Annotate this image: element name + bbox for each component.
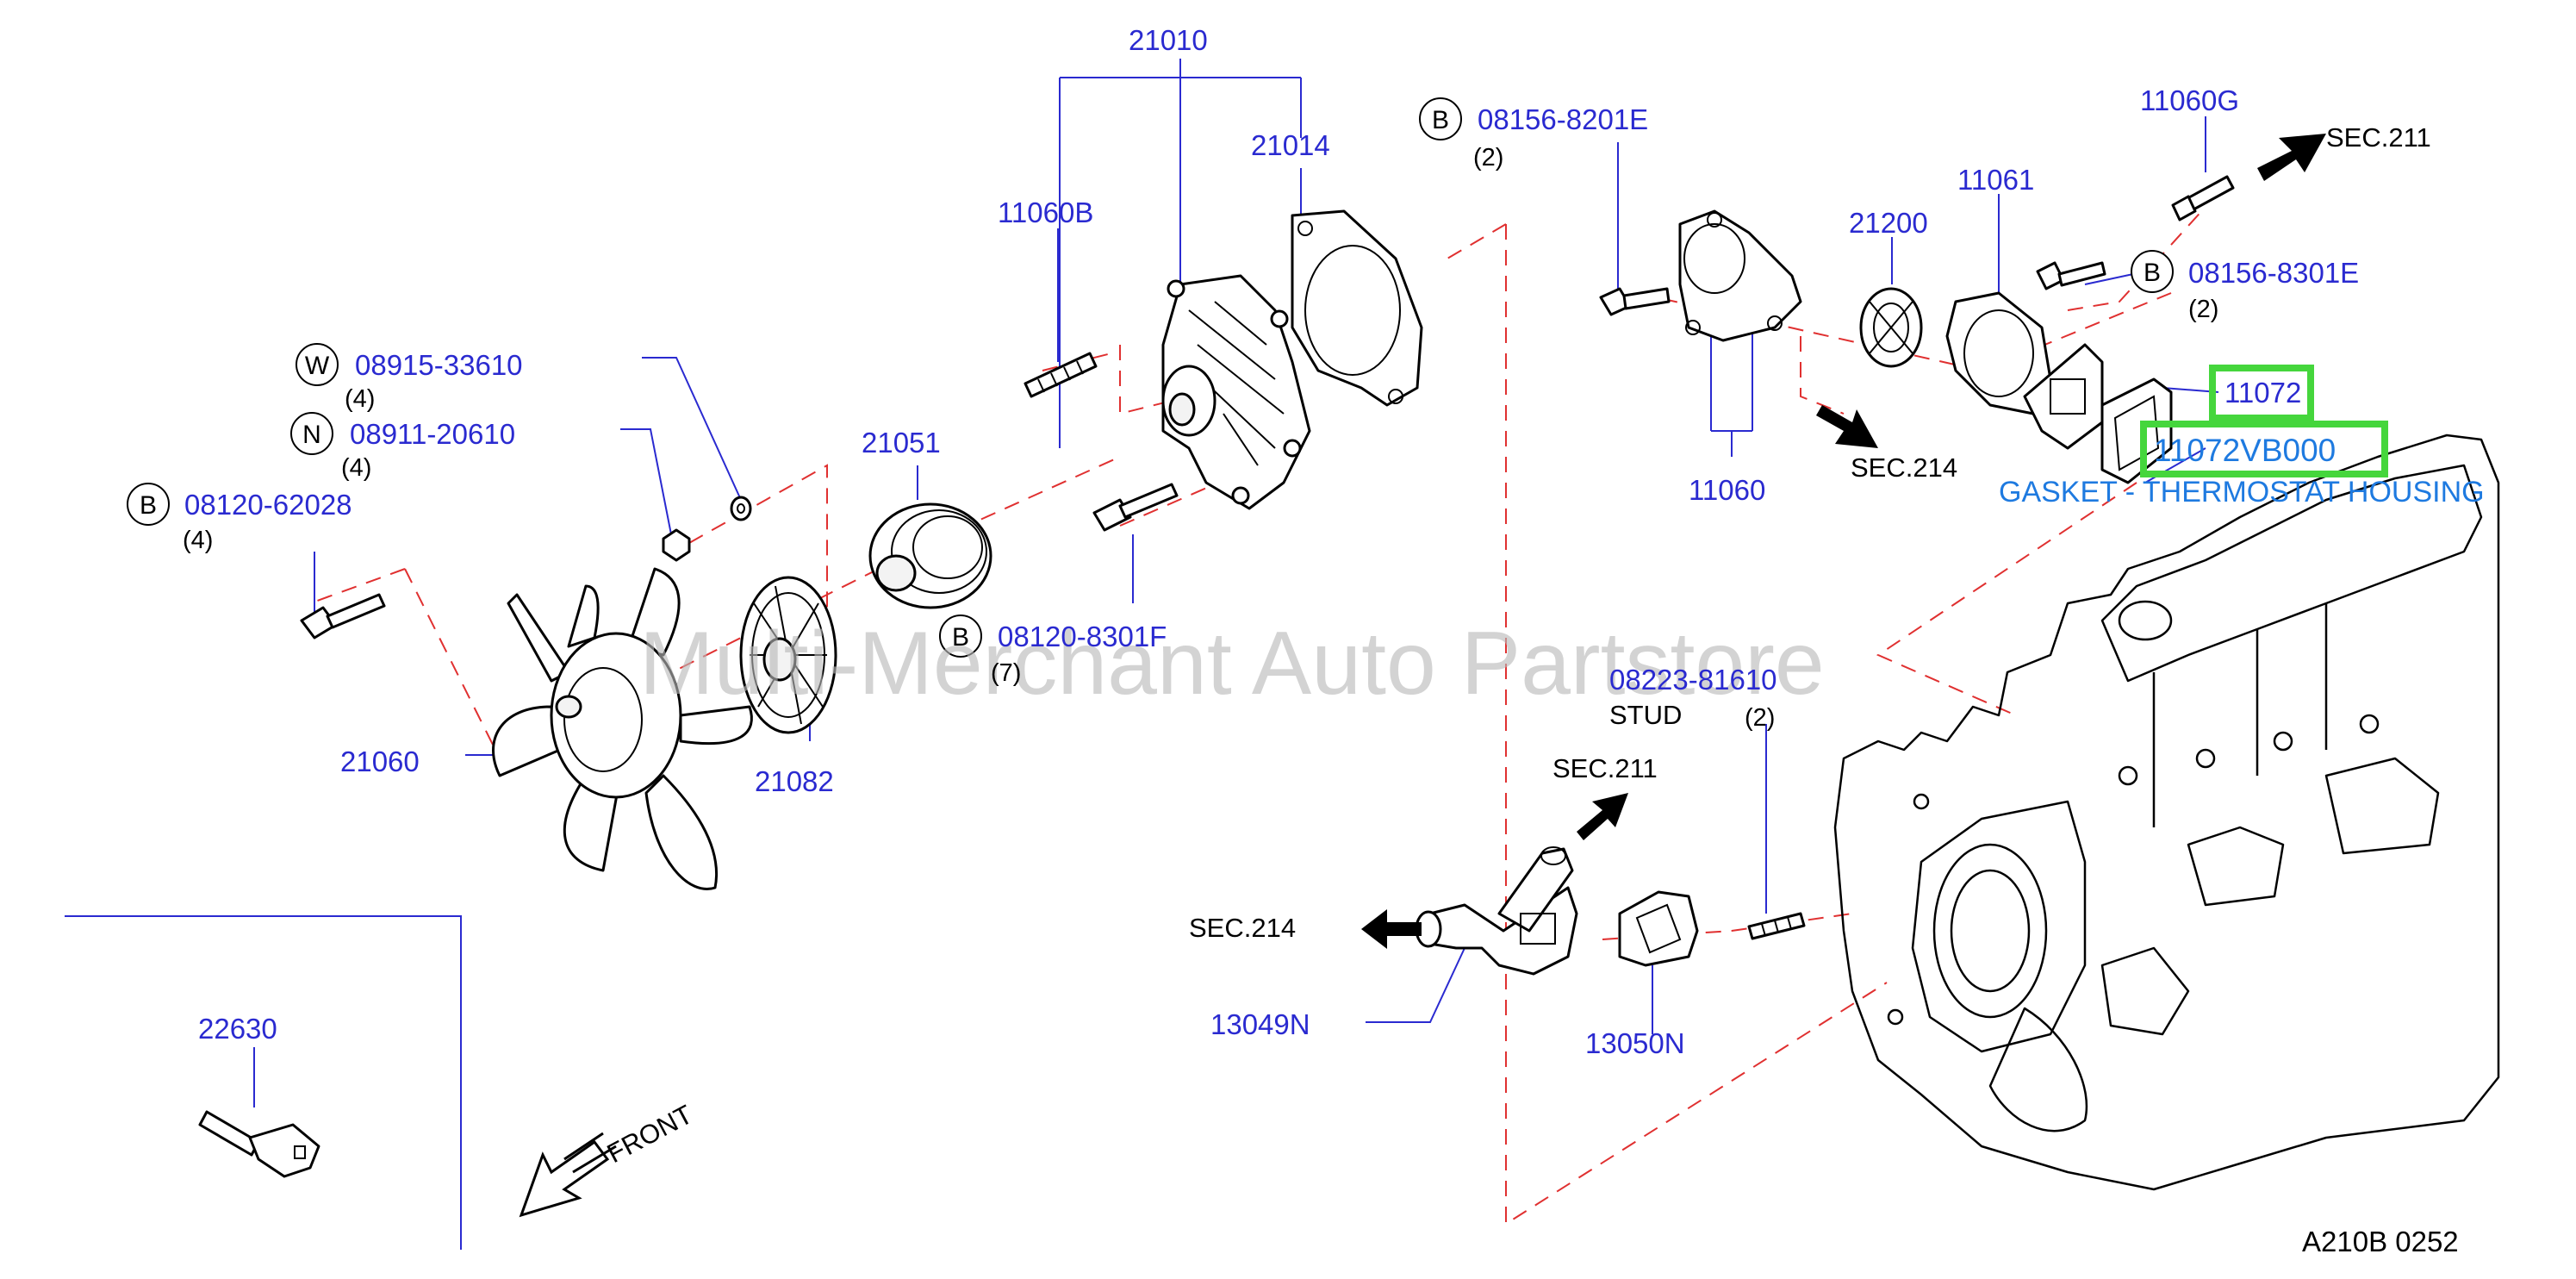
arrow-sec211-top [2257,134,2326,181]
fan-21060[interactable] [492,567,753,890]
watermark-text: Multi-Merchant Auto Partstore [639,614,1825,714]
part-description-11072VB000: GASKET - THERMOSTAT HOUSING [1999,476,2485,508]
code-circle-b-8201E: B [1419,97,1462,140]
svg-text:N: N [302,421,321,449]
part-label-08911-20610[interactable]: 08911-20610 [350,418,515,450]
qty-08156-8301E: (2) [2188,296,2218,323]
part-label-21060[interactable]: 21060 [340,746,420,777]
arrow-sec214-bottom [1361,909,1422,949]
part-label-11060G[interactable]: 11060G [2140,84,2239,116]
part-label-08120-62028[interactable]: 08120-62028 [184,489,352,521]
nut-08911[interactable] [662,528,691,562]
bolt-08120-8301F[interactable] [1092,483,1179,532]
qty-08120-8301F: (7) [991,659,1021,687]
gasket-21014[interactable] [1291,209,1423,407]
gasket-13050N[interactable] [1618,890,1699,967]
section-ref-sec211-top[interactable]: SEC.211 [2326,122,2431,153]
part-label-11060B[interactable]: 11060B [998,197,1093,228]
engine-block [1833,434,2500,1191]
qty-08223-81610: (2) [1745,704,1775,732]
part-label-13049N[interactable]: 13049N [1210,1008,1310,1040]
code-circle-b-8301F: B [939,615,982,658]
bolt-08156-8301E[interactable] [2036,261,2106,290]
water-outlet-13049N[interactable] [1415,846,1578,976]
water-pump-21010[interactable] [1161,274,1311,510]
svg-text:B: B [140,491,157,520]
stud-11060B[interactable] [1024,352,1098,398]
gasket-11072[interactable] [2100,377,2173,484]
part-label-21200[interactable]: 21200 [1849,207,1928,239]
qty-08915-33610: (4) [345,385,375,413]
part-label-08223-81610[interactable]: 08223-81610 [1609,664,1777,696]
thermostat-21200[interactable] [1859,287,1923,368]
front-label: FRONT [602,1099,698,1169]
sensor-22630[interactable] [198,1110,320,1178]
part-label-08156-8301E[interactable]: 08156-8301E [2188,257,2359,289]
section-ref-sec214-bottom[interactable]: SEC.214 [1189,913,1296,943]
qty-08120-62028: (4) [183,527,213,554]
bolt-08120-62028[interactable] [300,593,386,640]
part-label-11061[interactable]: 11061 [1957,164,2034,196]
svg-text:W: W [305,352,330,380]
part-label-22630[interactable]: 22630 [198,1013,277,1045]
part-label-21082[interactable]: 21082 [755,765,834,797]
highlight-box-11072VB000 [2140,421,2388,477]
section-ref-sec211-bottom[interactable]: SEC.211 [1552,753,1658,783]
arrow-sec214-top [1816,405,1878,448]
part-label-21010[interactable]: 21010 [1129,24,1208,56]
pulley-21051[interactable] [868,502,992,609]
stud-label: STUD [1609,700,1682,730]
leader-lines [65,59,2219,1250]
washer-08915[interactable] [730,496,752,521]
stud-11060G[interactable] [2171,175,2235,221]
qty-08911-20610: (4) [341,454,371,482]
fan-coupling-21082[interactable] [739,576,837,734]
housing-11060[interactable] [1678,209,1802,342]
svg-text:B: B [1432,106,1449,134]
part-label-08156-8201E[interactable]: 08156-8201E [1478,103,1648,135]
section-ref-sec214-top[interactable]: SEC.214 [1851,452,1957,483]
qty-08156-8201E: (2) [1473,144,1503,172]
arrow-sec211-bottom [1577,793,1628,840]
part-label-13050N[interactable]: 13050N [1585,1027,1685,1059]
part-label-21051[interactable]: 21051 [862,427,941,459]
highlight-box-11072 [2209,365,2314,421]
diagram-code: A210B 0252 [2302,1226,2459,1257]
code-circle-n: N [290,412,333,455]
stud-08223-81610[interactable] [1747,912,1806,940]
code-circle-b-8301E: B [2131,250,2174,293]
part-label-11072VB000[interactable]: 11072VB000 [2154,433,2336,468]
part-label-11072[interactable]: 11072 [2224,377,2301,409]
svg-text:B: B [2144,259,2161,287]
part-label-11060[interactable]: 11060 [1689,474,1765,506]
code-circle-w: W [296,343,339,386]
code-circle-b-62028: B [127,483,170,526]
water-inlet-11061[interactable] [1945,291,2104,450]
part-label-21014[interactable]: 21014 [1251,129,1330,161]
bolt-08156-8201E[interactable] [1599,287,1671,316]
part-label-08915-33610[interactable]: 08915-33610 [355,349,523,381]
svg-text:B: B [952,623,969,652]
front-arrow-icon [519,1132,617,1218]
part-label-08120-8301F[interactable]: 08120-8301F [998,621,1167,652]
